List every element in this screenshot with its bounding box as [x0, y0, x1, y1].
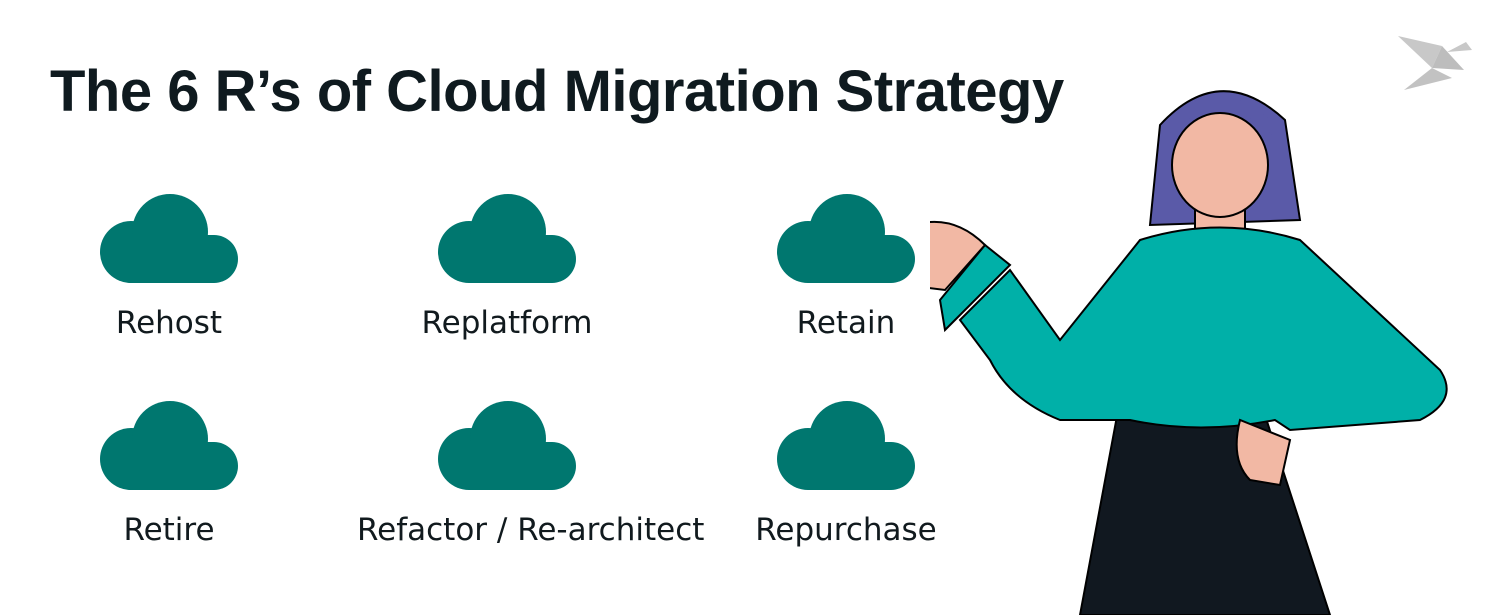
- strategy-item: Repurchase: [696, 400, 996, 548]
- cloud-icon: [777, 194, 915, 283]
- page-title: The 6 R’s of Cloud Migration Strategy: [50, 59, 1064, 124]
- strategy-item: Replatform: [357, 193, 657, 341]
- strategy-label: Retain: [796, 305, 896, 341]
- strategy-item: Rehost: [19, 193, 319, 341]
- cloud-icon: [777, 401, 915, 490]
- cloud-icon: [100, 401, 238, 490]
- strategy-label: Retire: [123, 512, 215, 548]
- strategy-label: Rehost: [115, 305, 223, 341]
- strategy-item: Retire: [19, 400, 319, 548]
- strategy-label: Repurchase: [755, 512, 937, 548]
- woman-illustration: [930, 90, 1448, 615]
- strategy-label: Replatform: [421, 305, 593, 341]
- strategy-item: Refactor / Re-architect: [357, 400, 705, 548]
- origami-bird-logo: [1398, 36, 1472, 90]
- strategy-label: Refactor / Re-architect: [357, 512, 705, 548]
- cloud-icon: [438, 194, 576, 283]
- strategy-item: Retain: [696, 193, 996, 341]
- cloud-icon: [100, 194, 238, 283]
- cloud-icon: [438, 401, 576, 490]
